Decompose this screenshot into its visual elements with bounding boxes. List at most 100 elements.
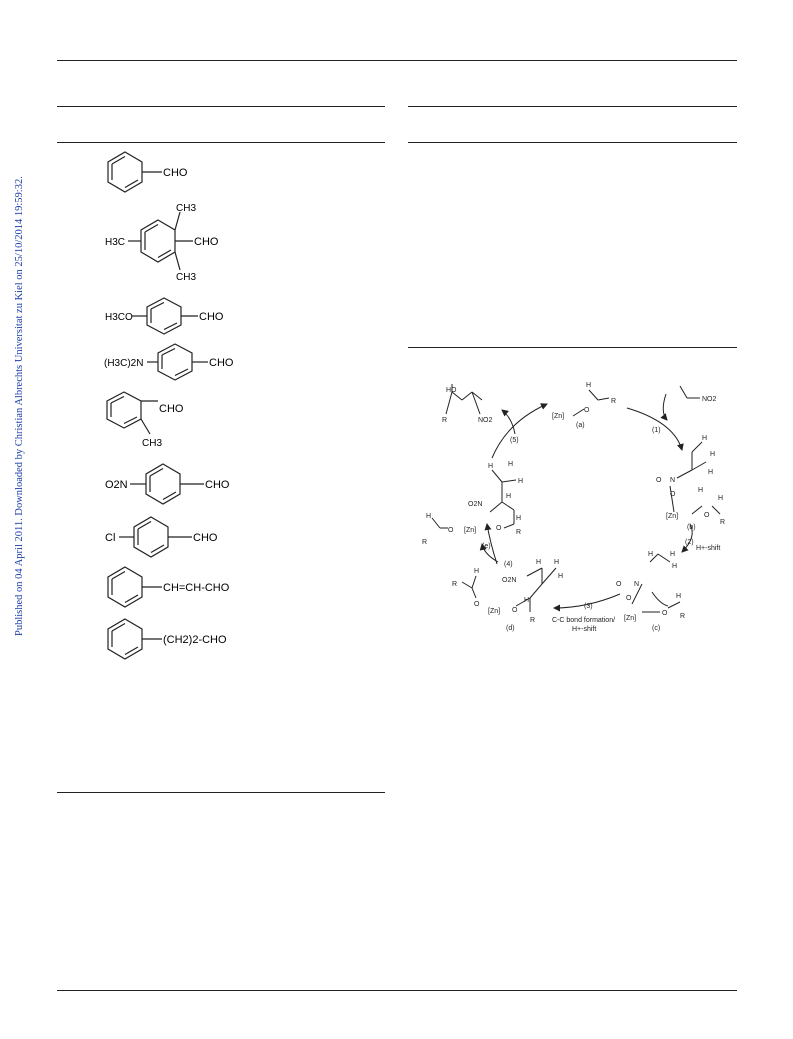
aldehyde-3-methoxy-label: H3CO [105,312,133,323]
aldehyde-4-group-label: CHO [209,357,234,369]
atom-b-h3: H [708,469,713,476]
atom-e-nitro: O2N [468,501,482,508]
atom-c-h3: H [672,563,677,570]
step-4-label: (4) [504,561,513,568]
step-3-description-line2: H+-shift [572,626,596,633]
atom-b-n: N [670,477,675,484]
atom-e-aldehyde-o: O [448,527,454,534]
atom-e-h1: H [488,463,493,470]
left-table-top-rule [57,106,385,107]
atom-b-r: R [720,519,725,526]
atom-a-r: R [611,398,616,405]
atom-c-h4: H [676,593,681,600]
atom-d-h2: H [554,559,559,566]
product-nitro-label: NO2 [478,417,493,424]
product-hydroxyl-label: HO [446,387,457,394]
aldehyde-6-nitro-label: O2N [105,479,128,491]
atom-b-o1: O [656,477,662,484]
nitroalkane-reagent-label: NO2 [702,396,717,403]
catalyst-label-b: [Zn] [666,513,678,520]
atom-e-h5: H [516,515,521,522]
step-3-label: (3) [584,603,593,610]
aldehyde-structure-phenylpropanal: (CH2)2-CHO [107,618,227,660]
page-top-rule [57,60,737,61]
aldehyde-structure-mesitaldehyde: CHO H3C CH3 CH3 [105,203,219,283]
atom-aldehyde-r: R [452,581,457,588]
aldehyde-5-methyl-label: CH3 [142,438,162,449]
aldehyde-structure-benzaldehyde: CHO [107,151,188,193]
atom-c-h2: H [670,551,675,558]
atom-c-h1: H [648,551,653,558]
step-2-label: (2) [685,539,694,546]
atom-d-r: R [530,617,535,624]
atom-d-h4: H [524,597,529,604]
atom-b-h4: H [698,487,703,494]
aldehyde-structure-dimethylaminobenzaldehyde: CHO (H3C)2N [104,343,234,381]
aldehyde-2-methyl-bottom: CH3 [176,272,196,283]
atom-b-h2: H [710,451,715,458]
aldehyde-2-group-label: CHO [194,236,219,248]
atom-aldehyde-h: H [474,568,479,575]
atom-aldehyde-o: O [474,601,480,608]
aldehyde-7-group-label: CHO [193,532,218,544]
intermediate-a-label: (a) [576,422,585,429]
catalytic-cycle-mechanism-scheme: (1) (2) H+-shift (3) C-C bond formation/… [422,382,725,633]
aldehyde-2-methyl-top: CH3 [176,203,196,214]
aldehyde-5-group-label: CHO [159,403,184,415]
aldehyde-structure-anisaldehyde: CHO H3CO [105,297,224,335]
atom-e-h2: H [508,461,513,468]
aldehyde-structure-cinnamaldehyde: CH=CH-CHO [107,566,230,608]
aldehyde-2-methyl-left: H3C [105,237,125,248]
atom-d-nitro: O2N [502,577,516,584]
atom-b-o2: O [670,491,676,498]
atom-a-h: H [586,382,591,389]
aldehyde-9-group-label: (CH2)2-CHO [163,634,227,646]
left-table-header-rule [57,142,385,143]
catalyst-label-e: [Zn] [464,527,476,534]
atom-c-n: N [634,581,639,588]
atom-e-h3: H [518,478,523,485]
atom-d-h1: H [536,559,541,566]
step-2-description: H+-shift [696,545,720,552]
download-notice-text: Published on 04 April 2011. Downloaded b… [14,176,25,636]
atom-b-o3: O [704,512,710,519]
aldehyde-6-group-label: CHO [205,479,230,491]
right-table-header-rule [408,142,737,143]
intermediate-c-label: (c) [652,625,660,632]
aldehyde-3-group-label: CHO [199,311,224,323]
atom-c-o2: O [626,595,632,602]
atom-e-h4: H [506,493,511,500]
aldehyde-structure-chlorobenzaldehyde: CHO Cl [105,516,218,558]
intermediate-e-label: (e) [482,543,491,550]
atom-d-h3: H [558,573,563,580]
aldehyde-1-group-label: CHO [163,167,188,179]
aldehyde-7-chloro-label: Cl [105,532,115,544]
aldehyde-structure-nitrobenzaldehyde: CHO O2N [105,463,230,505]
left-table-bottom-rule [57,792,385,793]
atom-c-o1: O [616,581,622,588]
aldehyde-4-dimethylamino-label: (H3C)2N [104,358,143,369]
product-r-label: R [442,417,447,424]
download-notice-sidebar: Published on 04 April 2011. Downloaded b… [0,0,28,1039]
atom-c-r: R [680,613,685,620]
intermediate-b-label: (b) [687,524,696,531]
atom-e-r: R [516,529,521,536]
step-5-label: (5) [510,437,519,444]
step-3-description-line1: C-C bond formation/ [552,617,615,624]
aldehyde-8-group-label: CH=CH-CHO [163,582,230,594]
right-table-top-rule [408,106,737,107]
catalyst-label-a: [Zn] [552,413,564,420]
page-bottom-rule [57,990,737,991]
aldehyde-structure-tolualdehyde: CHO CH3 [106,391,184,449]
atom-e-aldehyde-r: R [422,539,427,546]
step-1-label: (1) [652,427,661,434]
atom-e-aldehyde-h: H [426,513,431,520]
catalyst-label-d: [Zn] [488,608,500,615]
right-table-bottom-rule [408,347,737,348]
atom-a-o: O [584,407,590,414]
atom-e-o: O [496,525,502,532]
atom-b-h5: H [718,495,723,502]
catalyst-label-c: [Zn] [624,615,636,622]
atom-d-o: O [512,607,518,614]
atom-c-o3: O [662,610,668,617]
